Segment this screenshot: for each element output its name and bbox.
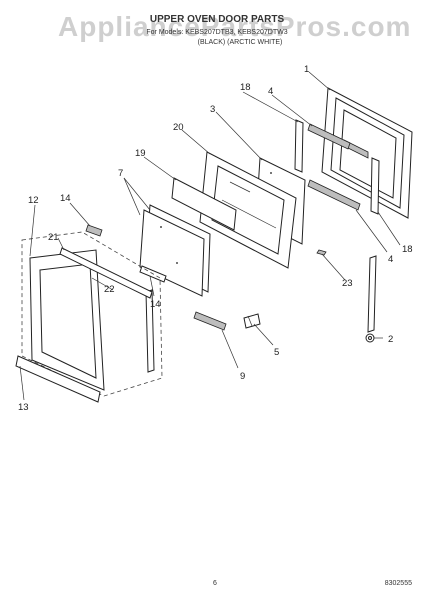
bottom-trim	[307, 179, 361, 211]
handle-end-piece	[193, 311, 227, 331]
callout-23: 23	[342, 278, 353, 289]
door-handle	[15, 355, 101, 403]
callout-22: 22	[104, 284, 115, 295]
diagram-code: 8302555	[385, 580, 412, 587]
callout-18-top: 18	[240, 82, 251, 93]
callout-14-upper: 14	[60, 193, 71, 204]
callout-20: 20	[173, 122, 184, 133]
callout-19: 19	[135, 148, 146, 159]
door-insulation	[171, 177, 237, 231]
callout-14-lower: 14	[150, 299, 161, 310]
top-trim	[307, 123, 351, 150]
side-trim-right	[370, 157, 380, 215]
clip-upper	[85, 224, 103, 237]
callout-5: 5	[274, 347, 279, 358]
callout-3: 3	[210, 104, 215, 115]
leader-lines	[19, 71, 401, 401]
callout-4-top: 4	[268, 86, 273, 97]
callout-1: 1	[304, 64, 309, 75]
callout-18-right: 18	[402, 244, 413, 255]
callout-13: 13	[18, 402, 29, 413]
page-number: 6	[213, 580, 217, 587]
outer-door-panel	[321, 87, 413, 219]
screw	[316, 249, 327, 256]
color-legend: (BLACK) (ARCTIC WHITE)	[198, 39, 283, 46]
callout-labels: 1 2 3 4 4 5 7 9 12 13 14 14 18 18 19 20 …	[18, 64, 413, 413]
callout-7: 7	[118, 168, 123, 179]
model-numbers: For Models: KEBS207DTB3, KEBS207DTW3	[146, 29, 287, 36]
inner-door-assembly	[21, 231, 163, 397]
watermark-text: AppliancePartsPros.com	[58, 11, 411, 42]
door-latch	[243, 313, 261, 329]
diagram-title: UPPER OVEN DOOR PARTS	[150, 14, 285, 25]
door-hinge	[365, 255, 377, 343]
callout-2: 2	[388, 334, 393, 345]
callout-9: 9	[240, 371, 245, 382]
door-glass-pack	[139, 204, 211, 297]
callout-12: 12	[28, 195, 39, 206]
callout-21: 21	[48, 232, 59, 243]
callout-4-bottom: 4	[388, 254, 393, 265]
side-trim-left	[294, 119, 304, 173]
